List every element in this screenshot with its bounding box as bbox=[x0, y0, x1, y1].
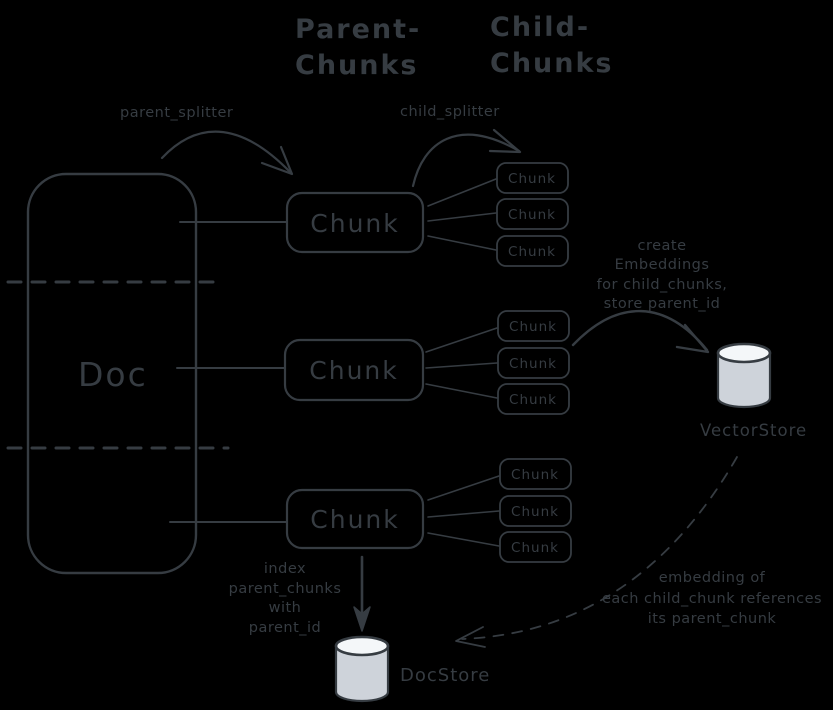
docstore: DocStore bbox=[334, 635, 490, 703]
fan-line-1a bbox=[427, 178, 497, 207]
reference-dashed-arrow bbox=[455, 456, 738, 648]
child-chunk-9-label: Chunk bbox=[511, 540, 559, 556]
fan-line-1c bbox=[427, 235, 497, 251]
child-chunk-6-label: Chunk bbox=[509, 392, 557, 408]
vectorstore-arrow-shaft bbox=[571, 309, 709, 352]
header-parent-chunks: Parent- Chunks bbox=[295, 14, 421, 81]
child-chunks-group-3: Chunk Chunk Chunk bbox=[499, 458, 572, 563]
child-chunk-3-label: Chunk bbox=[508, 244, 556, 260]
parent-splitter-arrow bbox=[160, 130, 294, 176]
child-chunk-5-label: Chunk bbox=[509, 356, 557, 372]
doc-label: Doc bbox=[78, 355, 148, 394]
index-line2: parent_chunks bbox=[229, 581, 342, 597]
fan-line-3a bbox=[427, 475, 500, 501]
parent-chunk-2: Chunk bbox=[283, 338, 425, 402]
children-to-vectorstore-arrow bbox=[571, 309, 710, 354]
header-child-chunks: Child- Chunks bbox=[490, 12, 614, 79]
parent-chunk-3: Chunk bbox=[285, 488, 425, 550]
child-chunk-1-rect bbox=[496, 162, 569, 194]
parent-chunk-1-rect bbox=[285, 191, 425, 254]
child-splitter-arrowhead bbox=[488, 128, 522, 154]
header-parent-line2: Chunks bbox=[295, 50, 419, 81]
child-chunk-7-label: Chunk bbox=[511, 467, 559, 483]
child-chunk-7-rect bbox=[499, 458, 572, 490]
child-chunk-2-label: Chunk bbox=[508, 207, 556, 223]
child-chunk-6-rect bbox=[497, 383, 570, 415]
child-chunk-2-rect bbox=[496, 198, 569, 230]
child-splitter-arrow bbox=[411, 128, 522, 188]
vectorstore-cylinder-top bbox=[716, 342, 772, 364]
doc-box: Doc bbox=[6, 172, 230, 575]
index-annotation: index parent_chunks with parent_id bbox=[229, 561, 342, 636]
header-parent-line1: Parent- bbox=[295, 14, 421, 45]
parent-chunk-1-label: Chunk bbox=[310, 209, 399, 238]
child-splitter-label: child_splitter bbox=[400, 104, 500, 120]
reference-arrow-shaft bbox=[461, 456, 738, 640]
docstore-label: DocStore bbox=[400, 665, 490, 686]
child-chunk-8-rect bbox=[499, 495, 572, 527]
parent-splitter-arrowhead bbox=[260, 145, 294, 176]
create-embeddings-line1: create bbox=[637, 238, 686, 254]
doc-rect bbox=[26, 172, 198, 575]
fan-line-2c bbox=[425, 383, 498, 399]
docstore-arrowhead bbox=[353, 606, 371, 632]
parent-splitter-label: parent_splitter bbox=[120, 105, 233, 121]
child-chunk-3-rect bbox=[496, 235, 569, 267]
header-child-line1: Child- bbox=[490, 12, 590, 43]
index-line4: parent_id bbox=[249, 620, 322, 636]
embedding-ref-annotation: embedding of each child_chunk references… bbox=[602, 570, 822, 627]
chunk-to-docstore-arrow bbox=[353, 555, 371, 632]
parent-chunk-1: Chunk bbox=[285, 191, 425, 254]
child-chunk-4-label: Chunk bbox=[509, 319, 557, 335]
index-line1: index bbox=[264, 561, 306, 577]
child-chunk-1-label: Chunk bbox=[508, 171, 556, 187]
child-chunk-8-label: Chunk bbox=[511, 504, 559, 520]
fan-line-3b bbox=[427, 510, 500, 518]
parent-chunk-2-label: Chunk bbox=[309, 356, 398, 385]
vectorstore: VectorStore bbox=[700, 342, 807, 440]
create-embeddings-line3: for child_chunks, bbox=[597, 277, 728, 293]
docstore-cylinder-top bbox=[334, 635, 390, 657]
create-embeddings-line2: Embeddings bbox=[615, 257, 710, 273]
fan-line-2b bbox=[425, 362, 498, 369]
fan-line-1b bbox=[427, 212, 497, 222]
child-splitter-arrow-shaft bbox=[411, 133, 521, 188]
parent-chunk-2-rect bbox=[283, 338, 425, 402]
embedding-ref-line1: embedding of bbox=[659, 570, 766, 586]
create-embeddings-annotation: create Embeddings for child_chunks, stor… bbox=[597, 238, 728, 312]
vectorstore-arrowhead bbox=[675, 323, 710, 354]
child-chunks-group-2: Chunk Chunk Chunk bbox=[497, 310, 570, 415]
child-chunk-9-rect bbox=[499, 531, 572, 563]
fan-line-3c bbox=[427, 532, 500, 547]
index-line3: with bbox=[269, 600, 302, 616]
parent-splitter-arrow-shaft bbox=[160, 130, 293, 175]
parent-chunk-3-label: Chunk bbox=[310, 505, 399, 534]
docstore-cylinder-body bbox=[334, 646, 390, 703]
create-embeddings-line4: store parent_id bbox=[604, 296, 721, 312]
child-chunks-group-1: Chunk Chunk Chunk bbox=[496, 162, 569, 267]
vectorstore-cylinder-body bbox=[716, 353, 772, 409]
reference-arrowhead bbox=[455, 626, 486, 648]
header-child-line2: Chunks bbox=[490, 48, 614, 79]
embedding-ref-line3: its parent_chunk bbox=[648, 611, 777, 627]
fan-line-2a bbox=[425, 327, 498, 353]
parent-chunk-3-rect bbox=[285, 488, 425, 550]
embedding-ref-line2: each child_chunk references bbox=[602, 591, 822, 607]
child-chunk-5-rect bbox=[497, 347, 570, 379]
vectorstore-label: VectorStore bbox=[700, 421, 807, 440]
child-chunk-4-rect bbox=[497, 310, 570, 342]
